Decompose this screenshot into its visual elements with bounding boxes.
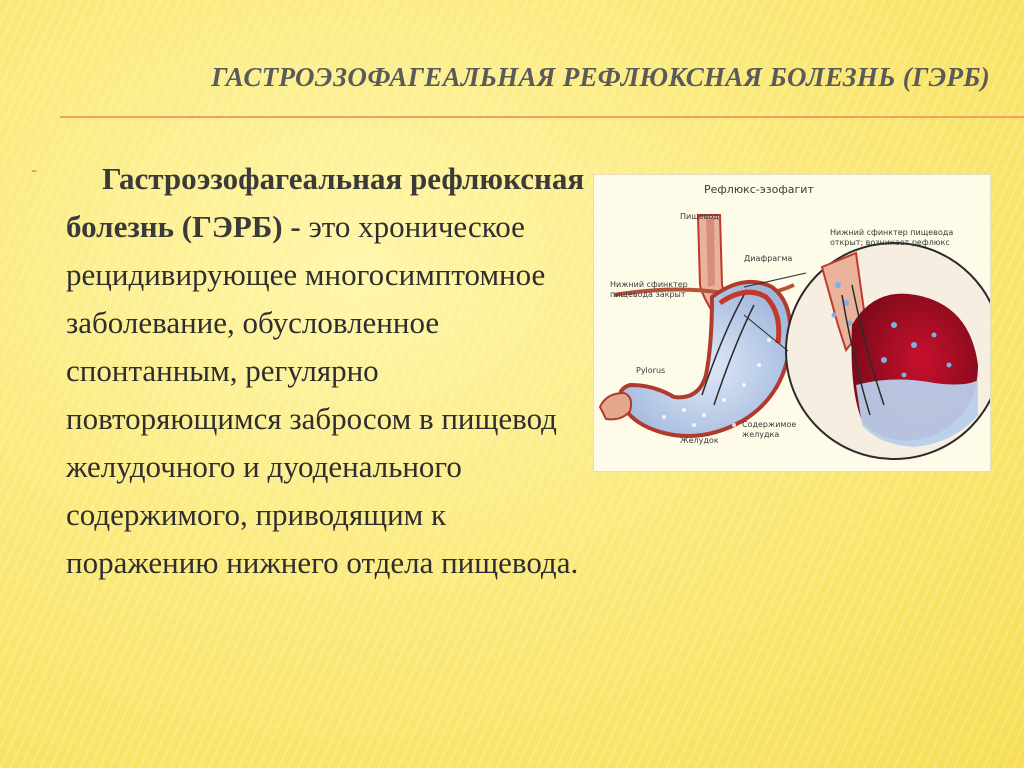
body-paragraph: Гастроэзофагеальная рефлюксная болезнь (… <box>66 155 596 587</box>
zoom-connector <box>743 314 789 352</box>
stomach-wall <box>718 289 782 344</box>
body-lead-text: Гастроэзофагеальная рефлюксная болезнь (… <box>66 161 585 244</box>
slide-title: ГАСТРОЭЗОФАГЕАЛЬНАЯ РЕФЛЮКСНАЯ БОЛЕЗНЬ (… <box>211 62 990 92</box>
bullet-icon: ⁃ <box>30 162 38 181</box>
body-rest-text: это хроническое рецидивирующее многосимп… <box>66 209 579 580</box>
label-pylorus: Pylorus <box>636 366 665 375</box>
flow-arrow <box>713 304 755 406</box>
label-esophagus: Пищевод <box>680 212 719 221</box>
stomach-contents-dots <box>662 338 771 427</box>
title-divider <box>60 116 1024 118</box>
reflux-dots <box>831 282 952 378</box>
figure-title: Рефлюкс-эзофагит <box>704 183 814 196</box>
label-diaphragm: Диафрагма <box>744 254 792 263</box>
label-sphincter-open-2: открыт; возникает рефлюкс <box>830 238 950 247</box>
pylorus-shape <box>598 391 633 421</box>
stomach-shape <box>618 279 793 439</box>
label-sphincter-closed-1: Нижний сфинктер <box>610 280 688 289</box>
reflux-illustration: Рефлюкс-эзофагит <box>593 174 991 472</box>
label-stomach-contents-1: Содержимое <box>742 420 796 429</box>
zoom-connector <box>743 272 807 288</box>
flow-arrow <box>701 294 745 396</box>
esophagus-lumen <box>706 217 715 287</box>
zoom-fluid <box>856 379 978 447</box>
label-sphincter-open-1: Нижний сфинктер пищевода <box>830 228 953 237</box>
label-stomach: Желудок <box>680 436 719 445</box>
reflux-diagram: Рефлюкс-эзофагит <box>598 183 990 460</box>
reflux-arrow <box>841 294 871 416</box>
reflux-arrow <box>851 284 885 406</box>
label-sphincter-closed-2: пищевода закрыт <box>610 290 686 299</box>
label-stomach-contents-2: желудка <box>742 430 779 439</box>
